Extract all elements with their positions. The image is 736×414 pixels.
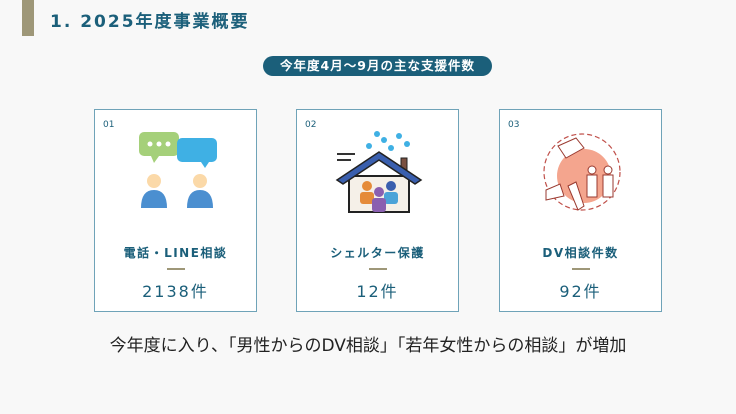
summary-text: 今年度に入り、「男性からのDV相談」「若年女性からの相談」が増加	[109, 336, 627, 356]
title-accent-bar	[22, 0, 34, 36]
card-number: 02	[305, 120, 317, 130]
card-number: 01	[103, 120, 115, 130]
chat-people-icon	[139, 132, 217, 208]
divider	[369, 268, 387, 270]
card-dv: 03 DV相談件数 92件	[499, 109, 662, 312]
page-title: 1. 2025年度事業概要	[50, 12, 250, 32]
card-value: 12件	[356, 282, 399, 301]
card-label: シェルター保護	[330, 246, 425, 260]
house-shelter-icon	[335, 131, 423, 213]
divider	[572, 268, 590, 270]
card-label: 電話・LINE相談	[123, 246, 228, 260]
card-shelter: 02 シェルター保護 12件	[296, 109, 459, 312]
card-value: 2138件	[142, 282, 209, 301]
card-value: 92件	[559, 282, 602, 301]
violence-icon	[543, 133, 621, 211]
divider	[167, 268, 185, 270]
card-number: 03	[508, 120, 520, 130]
card-consultation: 01 電話・LINE相談 2138件	[94, 109, 257, 312]
section-badge: 今年度4月～9月の主な支援件数	[263, 56, 492, 76]
card-label: DV相談件数	[542, 246, 619, 260]
